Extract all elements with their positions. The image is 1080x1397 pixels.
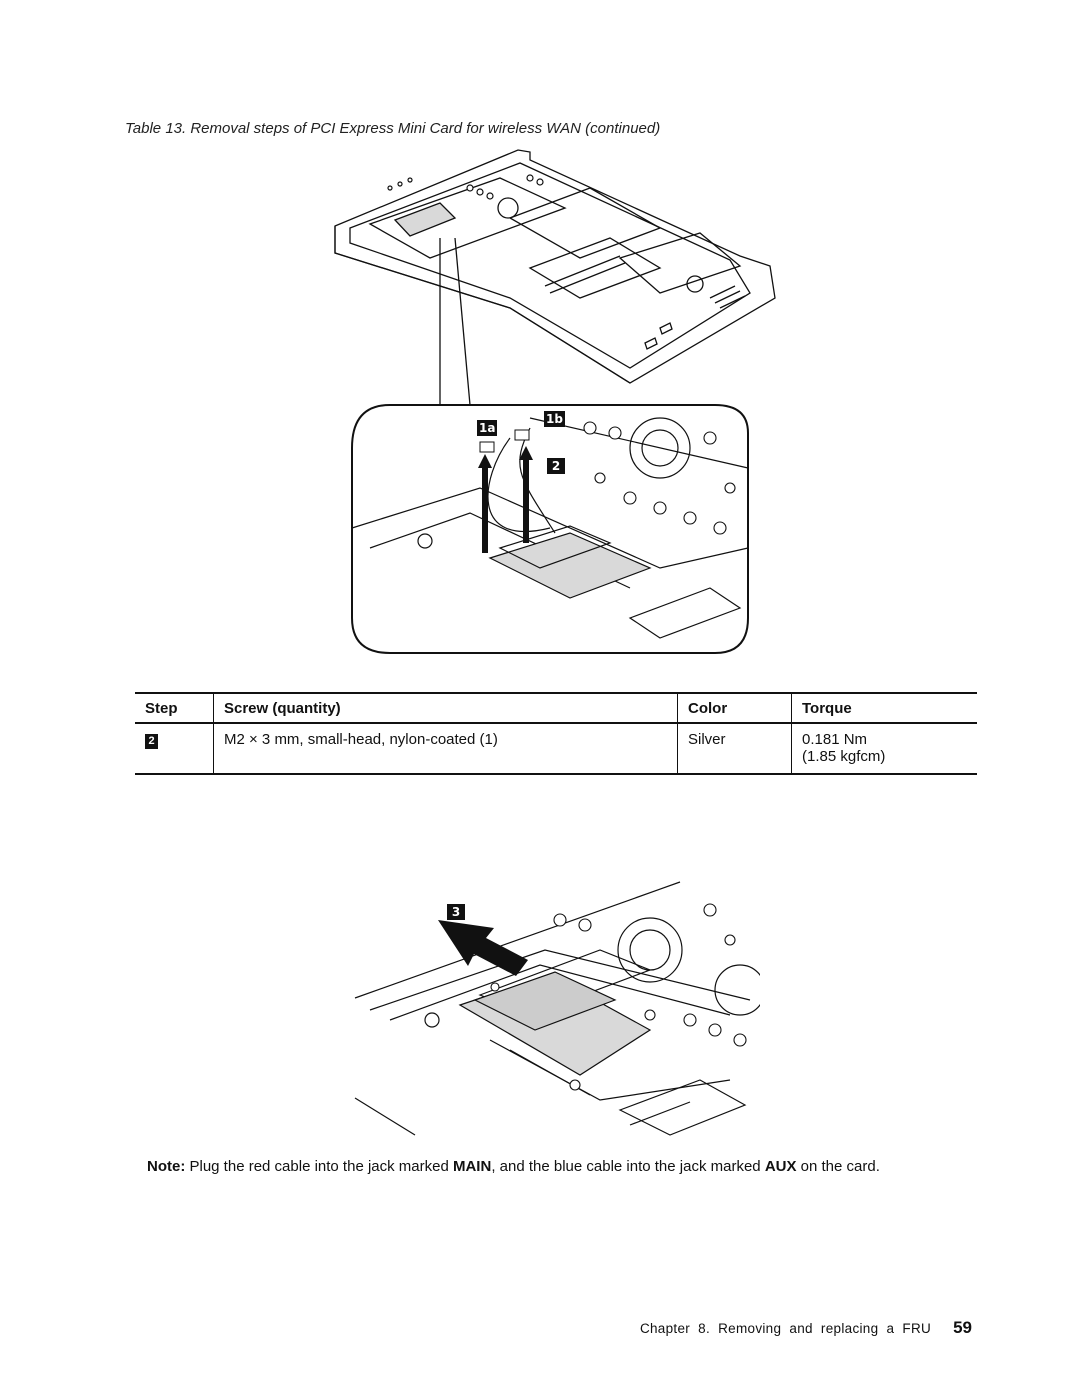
laptop-removal-illustration bbox=[334, 149, 776, 654]
header-step: Step bbox=[135, 692, 214, 724]
callout-3: 3 bbox=[447, 904, 465, 920]
note-aux: AUX bbox=[764, 1158, 797, 1175]
chapter-title: Chapter 8. Removing and replacing a FRU bbox=[639, 1321, 932, 1336]
page-footer: Chapter 8. Removing and replacing a FRU … bbox=[640, 1318, 972, 1338]
table-row: 2 M2 × 3 mm, small-head, nylon-coated (1… bbox=[135, 723, 977, 775]
note-part-3: on the card. bbox=[796, 1158, 880, 1175]
step-badge: 2 bbox=[145, 734, 158, 749]
torque-nm: 0.181 Nm bbox=[802, 731, 868, 748]
header-torque: Torque bbox=[791, 692, 977, 724]
note-part-2: , and the blue cable into the jack marke… bbox=[491, 1158, 765, 1175]
note-part-1: Plug the red cable into the jack marked bbox=[185, 1158, 453, 1175]
torque-kgfcm: (1.85 kgfcm) bbox=[802, 748, 886, 765]
screw-spec-table: Step Screw (quantity) Color Torque 2 M2 … bbox=[135, 692, 977, 775]
screw-cell: M2 × 3 mm, small-head, nylon-coated (1) bbox=[213, 723, 678, 775]
callout-1b: 1b bbox=[544, 411, 565, 427]
header-color: Color bbox=[677, 692, 792, 724]
callout-2: 2 bbox=[547, 458, 565, 474]
note-text: Note: Plug the red cable into the jack m… bbox=[147, 1158, 880, 1175]
note-label: Note: bbox=[147, 1158, 186, 1175]
color-cell: Silver bbox=[677, 723, 792, 775]
page-number: 59 bbox=[953, 1318, 972, 1337]
table-caption: Table 13. Removal steps of PCI Express M… bbox=[125, 120, 661, 137]
callout-1a: 1a bbox=[477, 420, 498, 436]
step-cell: 2 bbox=[135, 723, 214, 775]
card-removal-illustration bbox=[354, 881, 760, 1136]
header-screw: Screw (quantity) bbox=[213, 692, 678, 724]
note-main: MAIN bbox=[452, 1158, 492, 1175]
torque-cell: 0.181 Nm (1.85 kgfcm) bbox=[791, 723, 977, 775]
